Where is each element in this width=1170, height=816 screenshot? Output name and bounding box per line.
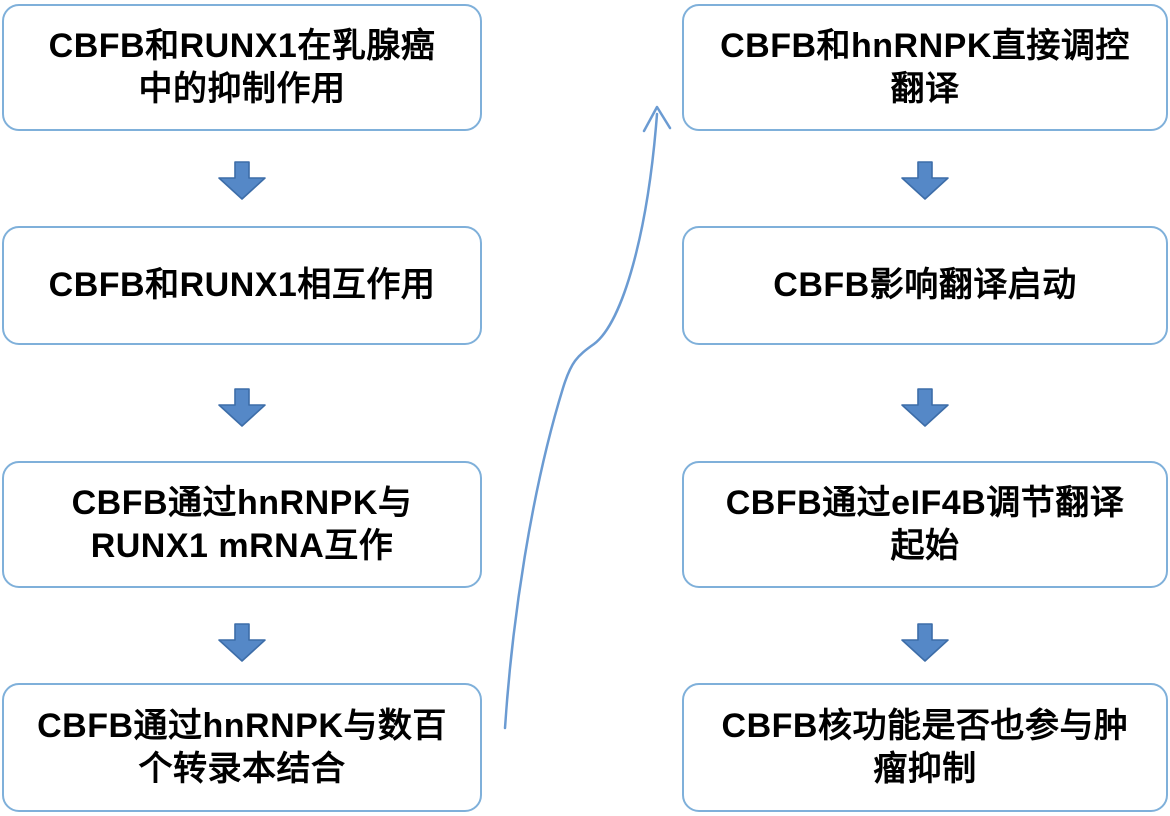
down-arrow-icon xyxy=(218,623,266,662)
flow-box-right-2-label: CBFB影响翻译启动 xyxy=(773,266,1077,305)
flow-box-right-4-label: CBFB核功能是否也参与肿 瘤抑制 xyxy=(721,706,1129,788)
flow-box-left-2-label: CBFB和RUNX1相互作用 xyxy=(48,266,436,305)
flow-box-left-4: CBFB通过hnRNPK与数百 个转录本结合 xyxy=(2,683,482,812)
down-arrow-icon xyxy=(901,388,949,427)
flow-box-right-1-label: CBFB和hnRNPK直接调控 翻译 xyxy=(720,26,1130,108)
flow-box-left-3-label: CBFB通过hnRNPK与 RUNX1 mRNA互作 xyxy=(71,483,413,565)
flow-box-left-1-label: CBFB和RUNX1在乳腺癌 中的抑制作用 xyxy=(48,26,436,108)
down-arrow-icon xyxy=(901,623,949,662)
flow-box-right-3-label: CBFB通过eIF4B调节翻译 起始 xyxy=(725,483,1125,565)
flow-box-right-3: CBFB通过eIF4B调节翻译 起始 xyxy=(682,461,1168,588)
flow-box-left-1: CBFB和RUNX1在乳腺癌 中的抑制作用 xyxy=(2,4,482,131)
down-arrow-icon xyxy=(218,388,266,427)
flow-box-right-1: CBFB和hnRNPK直接调控 翻译 xyxy=(682,4,1168,131)
down-arrow-icon xyxy=(901,161,949,200)
flow-box-left-4-label: CBFB通过hnRNPK与数百 个转录本结合 xyxy=(37,706,447,788)
flow-box-left-3: CBFB通过hnRNPK与 RUNX1 mRNA互作 xyxy=(2,461,482,588)
flow-box-right-4: CBFB核功能是否也参与肿 瘤抑制 xyxy=(682,683,1168,812)
flow-box-right-2: CBFB影响翻译启动 xyxy=(682,226,1168,345)
down-arrow-icon xyxy=(218,161,266,200)
flow-box-left-2: CBFB和RUNX1相互作用 xyxy=(2,226,482,345)
